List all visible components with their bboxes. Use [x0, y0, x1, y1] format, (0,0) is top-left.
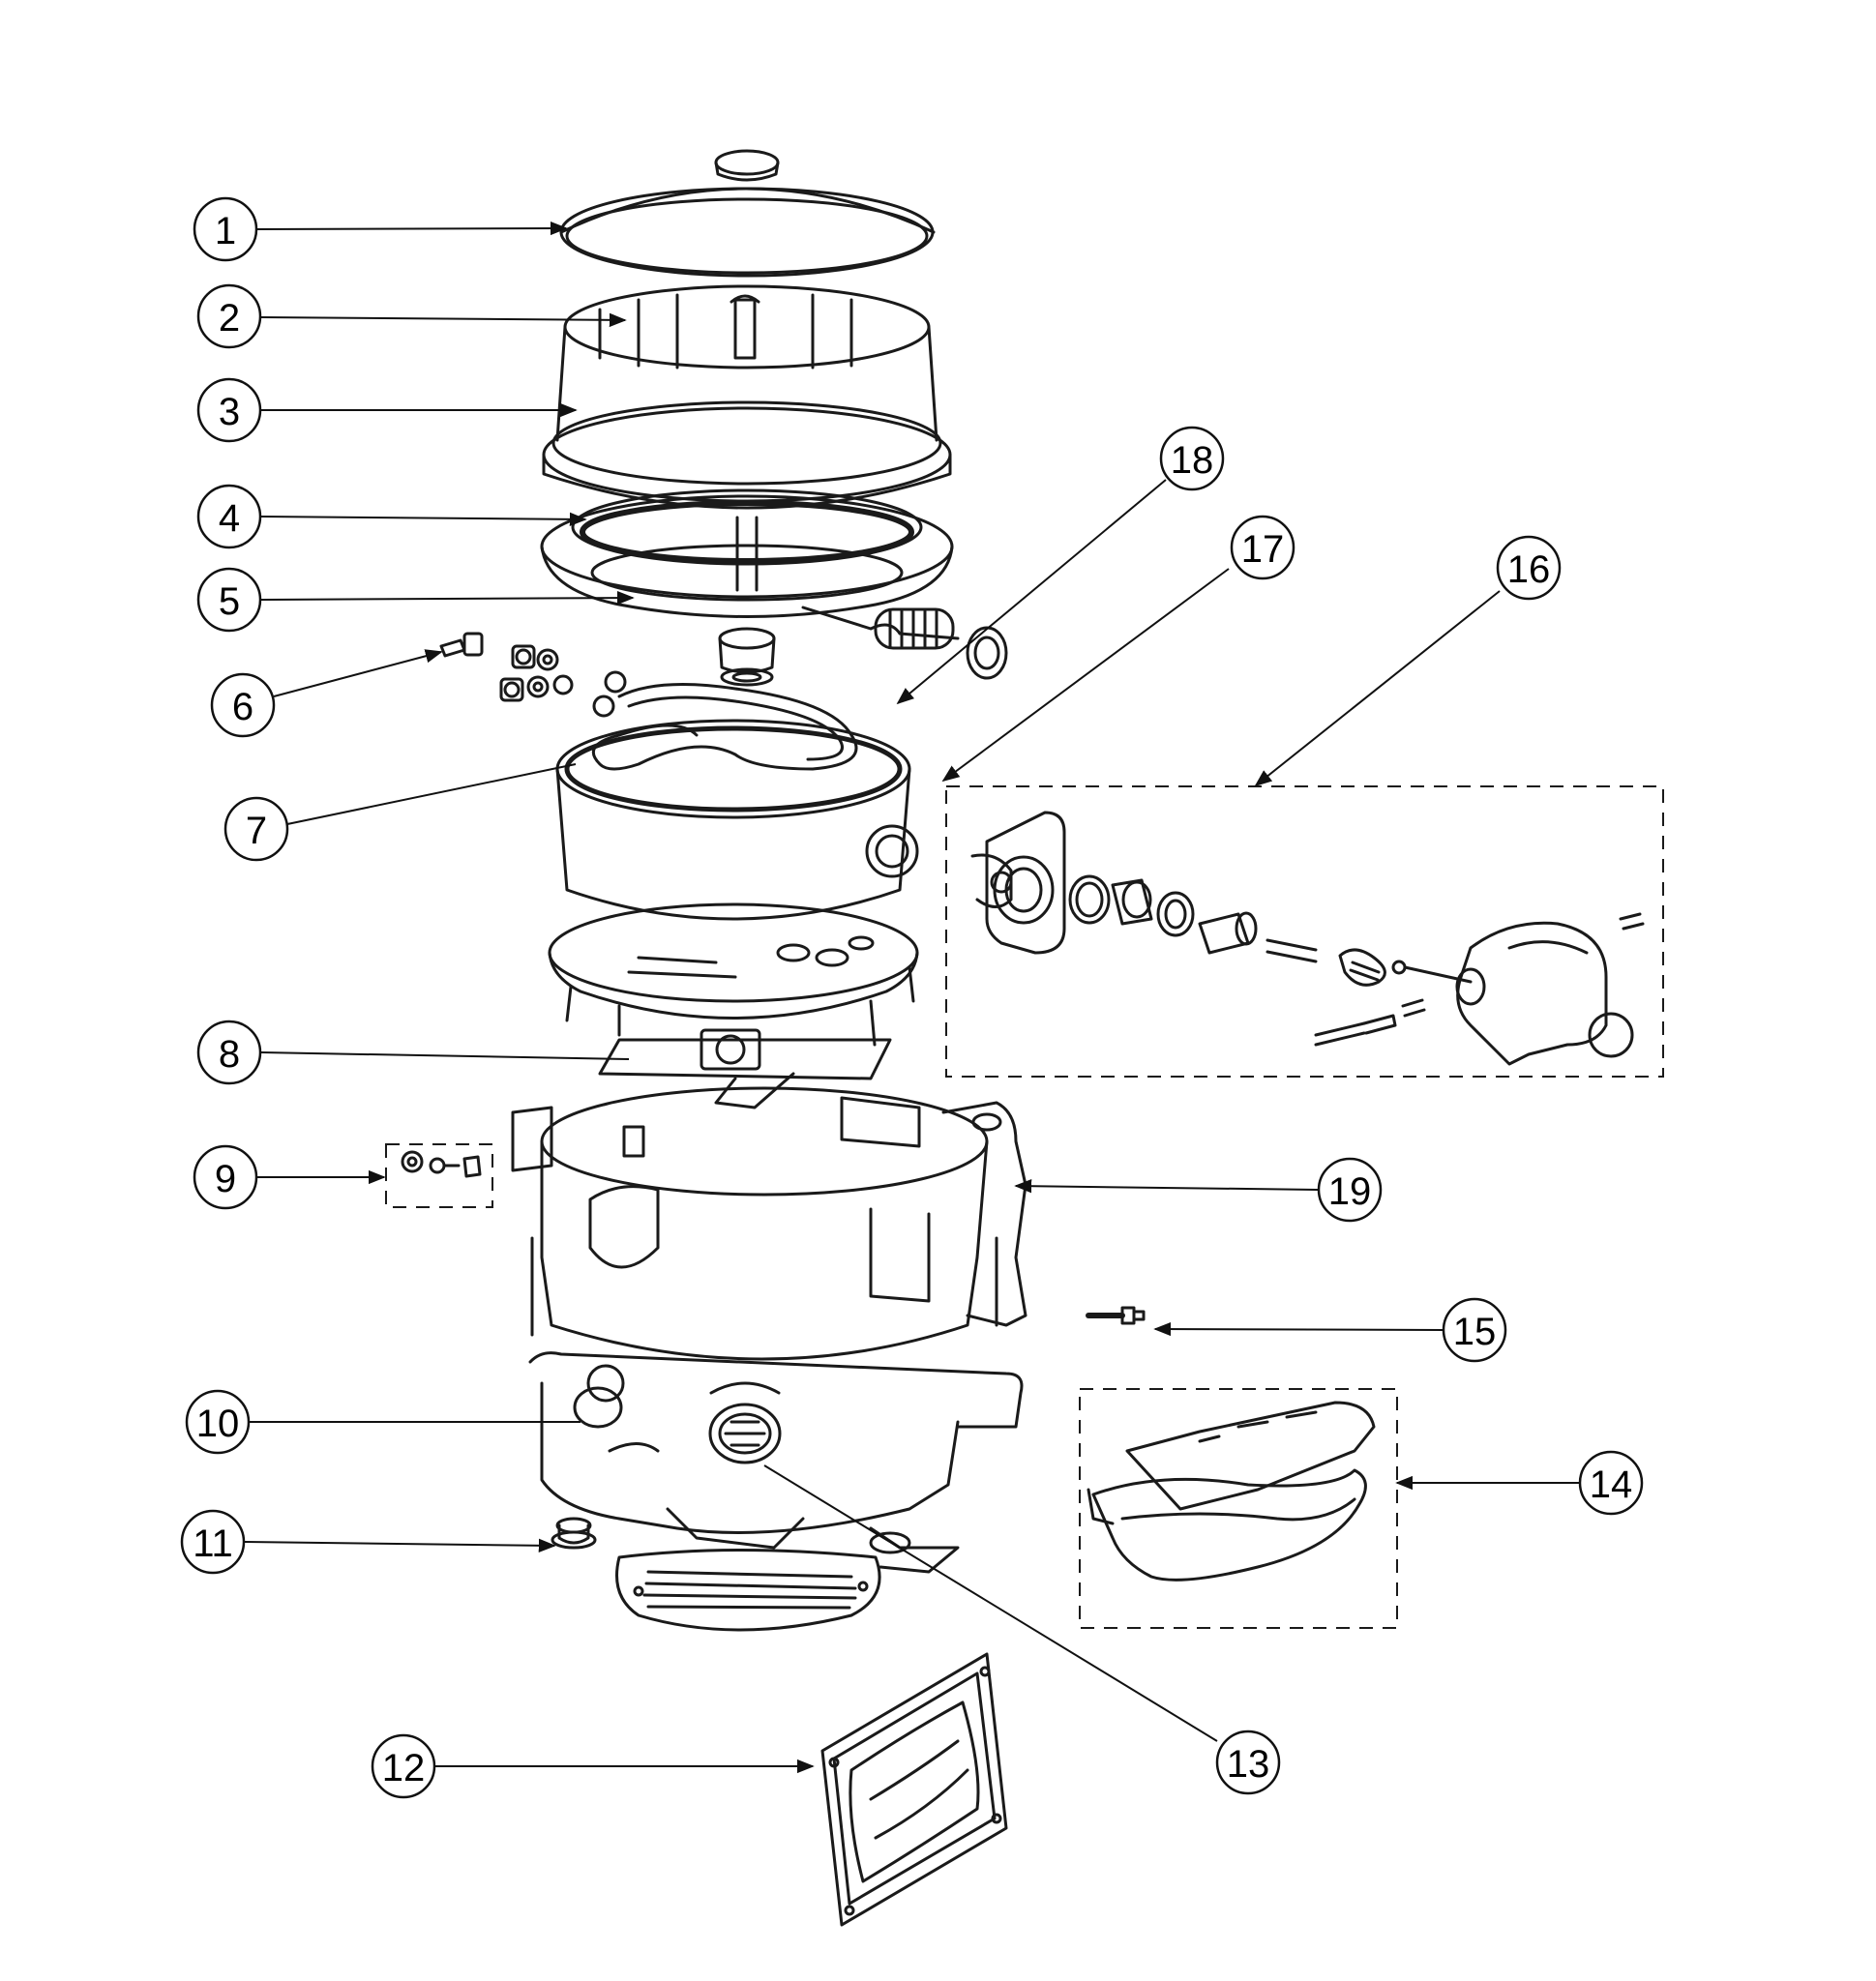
coupling-fittings — [718, 626, 1008, 687]
lid-part — [559, 149, 936, 278]
callout-circle-13 — [1215, 1730, 1281, 1795]
callout-number-1: 1 — [215, 210, 236, 252]
callout-circle-19 — [1317, 1157, 1383, 1223]
thermostat-kit-part — [401, 1150, 482, 1178]
callout-number-13: 13 — [1227, 1743, 1270, 1786]
callout-circle-6 — [210, 672, 276, 738]
callout-circle-2 — [196, 283, 262, 349]
callout-circle-3 — [196, 377, 262, 443]
leader-line-8 — [260, 1051, 630, 1060]
base-plate-part — [548, 902, 919, 1109]
callout-circle-17 — [1230, 515, 1295, 580]
leader-line-17 — [941, 568, 1230, 783]
callout-number-2: 2 — [219, 297, 240, 340]
callout-circle-8 — [196, 1020, 262, 1085]
leader-line-11 — [243, 1538, 556, 1552]
callout-number-4: 4 — [219, 497, 240, 540]
drain-valve-group-box — [945, 785, 1664, 1078]
callout-number-3: 3 — [219, 391, 240, 433]
fan-part — [820, 1652, 1008, 1927]
leader-line-19 — [1014, 1179, 1320, 1194]
callout-number-11: 11 — [193, 1523, 233, 1565]
leader-line-4 — [260, 512, 587, 527]
leader-line-2 — [260, 312, 627, 328]
callout-number-5: 5 — [219, 580, 240, 623]
drain-valve-part — [970, 811, 1645, 1066]
callout-number-16: 16 — [1507, 548, 1551, 591]
callout-circle-1 — [193, 196, 258, 262]
callout-circle-4 — [196, 484, 262, 549]
callout-circle-18 — [1159, 426, 1225, 491]
callout-circle-5 — [196, 567, 262, 633]
gasket-part — [571, 488, 923, 566]
callout-circle-15 — [1442, 1297, 1507, 1363]
callout-number-14: 14 — [1590, 1464, 1633, 1506]
tank-part — [555, 670, 919, 921]
callout-circle-11 — [180, 1509, 246, 1575]
leader-line-16 — [1254, 590, 1501, 787]
callout-circle-16 — [1496, 535, 1562, 601]
leader-line-7 — [286, 763, 577, 825]
callout-number-12: 12 — [382, 1747, 426, 1789]
callout-number-17: 17 — [1241, 528, 1285, 571]
vent-grille-part — [615, 1549, 881, 1632]
callout-number-6: 6 — [232, 686, 253, 728]
handle-assembly-part — [1087, 1401, 1376, 1582]
callout-number-18: 18 — [1171, 439, 1214, 482]
callout-circle-14 — [1578, 1450, 1644, 1516]
callout-circle-9 — [193, 1144, 258, 1210]
drip-tray-part — [540, 494, 960, 650]
callout-circle-10 — [185, 1389, 251, 1455]
handle-assembly-group-box — [1079, 1388, 1398, 1629]
callout-number-15: 15 — [1453, 1311, 1497, 1353]
screw-part — [1086, 1306, 1146, 1325]
lower-base-part — [528, 1351, 1024, 1574]
callout-number-7: 7 — [246, 810, 267, 852]
leader-line-6 — [273, 649, 443, 697]
callout-circle-12 — [371, 1733, 436, 1799]
foot-part — [551, 1517, 597, 1550]
callout-number-9: 9 — [215, 1158, 236, 1200]
leader-line-15 — [1153, 1321, 1444, 1337]
thermostat-kit-group-box — [385, 1143, 493, 1208]
leader-line-18 — [896, 479, 1167, 705]
leader-line-13 — [763, 1464, 1218, 1742]
leader-line-5 — [260, 590, 635, 606]
pot-part — [542, 284, 952, 510]
leader-line-1 — [255, 221, 568, 236]
small-fittings-part — [439, 632, 574, 702]
callout-circle-7 — [223, 796, 289, 862]
callout-number-10: 10 — [196, 1403, 240, 1445]
housing-part — [511, 1086, 1027, 1361]
callout-number-8: 8 — [219, 1033, 240, 1076]
callout-number-19: 19 — [1328, 1170, 1372, 1213]
